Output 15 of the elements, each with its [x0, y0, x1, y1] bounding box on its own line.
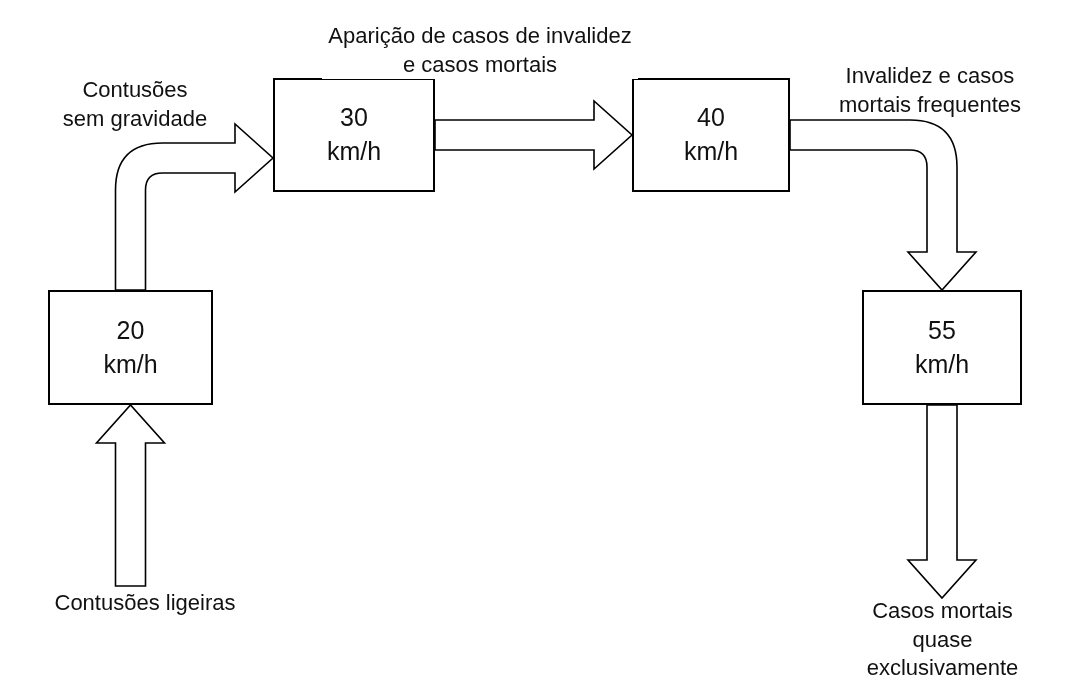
speed-box	[862, 290, 1022, 405]
speed-box	[632, 78, 790, 192]
speed-value: 55 km/h	[913, 314, 971, 380]
speed-value: 30 km/h	[325, 102, 383, 167]
block-arrow	[906, 404, 978, 600]
block-arrow	[434, 99, 634, 171]
bent-block-arrow	[114, 123, 274, 291]
bent-block-arrow	[789, 119, 977, 291]
speed-value: 40 km/h	[682, 102, 740, 167]
speed-box	[48, 290, 213, 405]
speed-box	[273, 78, 435, 192]
speed-value: 20 km/h	[102, 314, 159, 380]
outcome-text: Contusões ligeiras	[54, 588, 236, 617]
outcome-text: Casos mortais quase exclusivamente	[865, 597, 1020, 683]
block-arrow	[94, 403, 167, 587]
